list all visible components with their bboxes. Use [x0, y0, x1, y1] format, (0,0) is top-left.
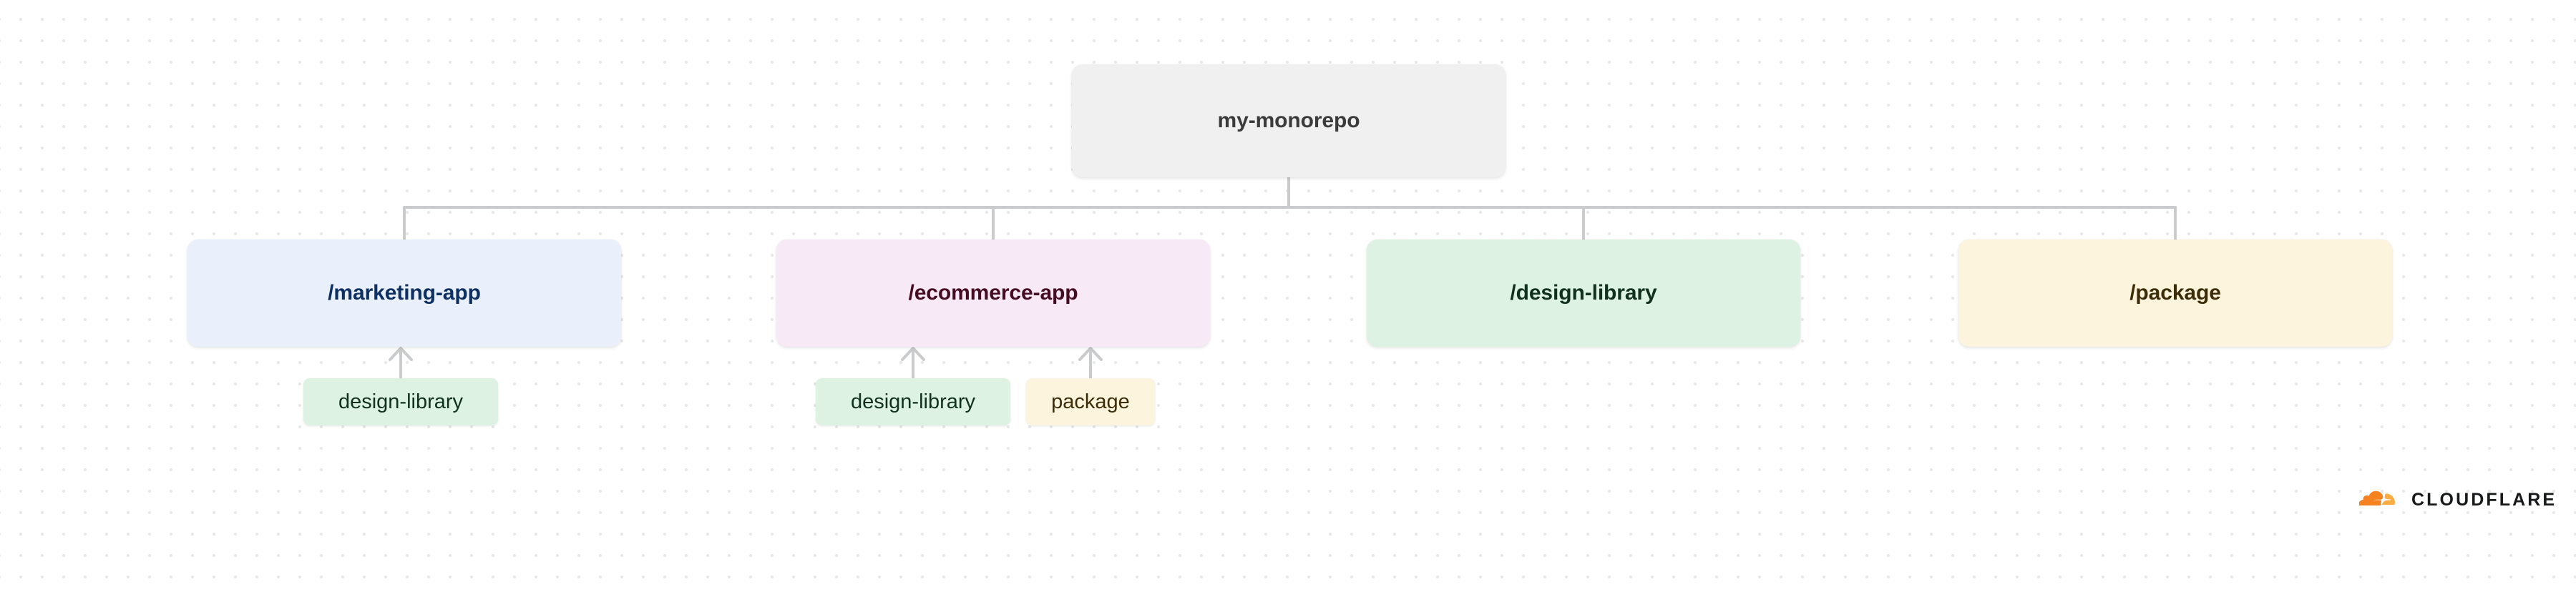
cloudflare-wordmark: CLOUDFLARE — [2411, 489, 2557, 510]
node-label-design-library: /design-library — [1510, 281, 1657, 305]
node-marketing-app[interactable]: /marketing-app — [187, 240, 621, 347]
node-my-monorepo[interactable]: my-monorepo — [1072, 64, 1506, 177]
dependency-chip-label: design-library — [338, 390, 464, 413]
dep-arrowhead-ecommerce-design-library — [901, 347, 925, 361]
dependency-chip-ecommerce-design-library[interactable]: design-library — [816, 378, 1010, 425]
dependency-chip-label: package — [1051, 390, 1130, 413]
node-ecommerce-app[interactable]: /ecommerce-app — [776, 240, 1210, 347]
node-label-package: /package — [2129, 281, 2221, 305]
node-label-ecommerce-app: /ecommerce-app — [908, 281, 1078, 305]
node-design-library[interactable]: /design-library — [1367, 240, 1800, 347]
dependency-chip-marketing-design-library[interactable]: design-library — [303, 378, 498, 425]
dependency-chip-ecommerce-package[interactable]: package — [1026, 378, 1155, 425]
dependency-chip-label: design-library — [850, 390, 976, 413]
node-package[interactable]: /package — [1958, 240, 2392, 347]
dep-arrowhead-marketing-design-library — [389, 347, 413, 361]
node-label-marketing-app: /marketing-app — [328, 281, 481, 305]
node-label-my-monorepo: my-monorepo — [1217, 109, 1360, 132]
dep-arrowhead-ecommerce-package — [1078, 347, 1103, 361]
cloudflare-logo: CLOUDFLARE — [2359, 489, 2557, 510]
cloudflare-cloud-icon — [2359, 490, 2395, 505]
